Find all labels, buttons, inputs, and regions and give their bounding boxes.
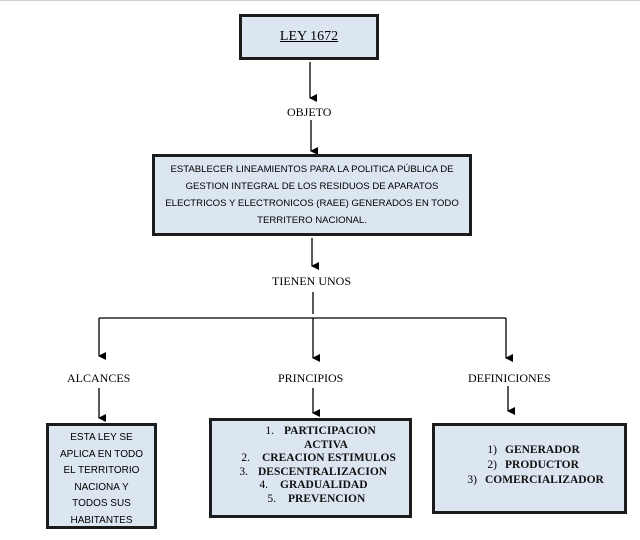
list-item: 1) GENERADOR	[435, 443, 624, 458]
item-number: 2.	[241, 452, 250, 464]
item-number: 5.	[267, 492, 276, 505]
objective-line: ELECTRICOS Y ELECTRONICOS (RAEE) GENERAD…	[165, 198, 459, 209]
tienen-unos-label: TIENEN UNOS	[272, 274, 351, 288]
objective-line: TERRITERO NACIONAL.	[257, 215, 367, 226]
objective-line: ESTABLECER LINEAMIENTOS PARA LA POLITICA…	[170, 164, 454, 175]
alcances-label: ALCANCES	[67, 371, 131, 385]
item-text: ACTIVA	[304, 438, 348, 451]
item-number: 4.	[259, 479, 268, 491]
top-border	[0, 0, 640, 1]
alcances-box: ESTA LEY SE APLICA EN TODO EL TERRITORIO…	[46, 423, 157, 529]
item-number: 1.	[265, 425, 274, 437]
list-item: ACTIVA	[218, 439, 403, 453]
list-item: 1. PARTICIPACION	[218, 425, 403, 439]
list-item: 2. CREACION ESTIMULOS	[218, 452, 403, 466]
item-text: GENERADOR	[505, 444, 580, 456]
alcances-line: NACIONA Y	[74, 481, 129, 493]
list-item: 4. GRADUALIDAD	[218, 479, 403, 493]
item-number: 2)	[487, 459, 497, 471]
item-number: 1)	[487, 444, 497, 456]
item-text: CREACION ESTIMULOS	[262, 452, 396, 464]
principios-box: 1. PARTICIPACION ACTIVA 2. CREACION ESTIMU…	[209, 418, 412, 518]
item-text: COMERCIALIZADOR	[485, 474, 604, 486]
list-item: 3) COMERCIALIZADOR	[435, 473, 624, 488]
item-number: 3)	[467, 474, 477, 486]
objective-line: GESTION INTEGRAL DE LOS RESIDUOS DE APAR…	[185, 181, 439, 192]
item-text: DESCENTRALIZACION	[258, 465, 388, 478]
item-text: PRODUCTOR	[505, 459, 579, 471]
item-text: GRADUALIDAD	[280, 479, 368, 491]
principios-list: 1. PARTICIPACION ACTIVA 2. CREACION ESTIMU…	[218, 425, 403, 506]
objective-box: ESTABLECER LINEAMIENTOS PARA LA POLITICA…	[152, 154, 472, 236]
objeto-label: OBJETO	[287, 105, 332, 119]
item-text: PARTICIPACION	[284, 425, 376, 437]
item-number: 3.	[239, 465, 248, 478]
definiciones-list: 1) GENERADOR 2) PRODUCTOR 3) COMERCIALIZADO…	[435, 443, 624, 488]
alcances-line: ESTA LEY SE	[70, 432, 133, 443]
principios-label: PRINCIPIOS	[278, 371, 344, 385]
item-number	[218, 439, 284, 453]
alcances-line: HABITANTES	[70, 514, 133, 526]
item-text: PREVENCION	[288, 492, 366, 505]
definiciones-box: 1) GENERADOR 2) PRODUCTOR 3) COMERCIALIZADO…	[432, 423, 627, 514]
list-item: 3. DESCENTRALIZACION	[218, 466, 403, 480]
title-text: LEY 1672	[279, 29, 339, 44]
alcances-line: TODOS SUS	[72, 498, 131, 509]
alcances-line: APLICA EN TODO	[60, 448, 143, 460]
list-item: 5. PREVENCION	[218, 493, 403, 507]
list-item: 2) PRODUCTOR	[435, 458, 624, 473]
title-box: LEY 1672	[239, 14, 379, 60]
definiciones-label: DEFINICIONES	[468, 371, 551, 385]
alcances-line: EL TERRITORIO	[63, 465, 140, 476]
